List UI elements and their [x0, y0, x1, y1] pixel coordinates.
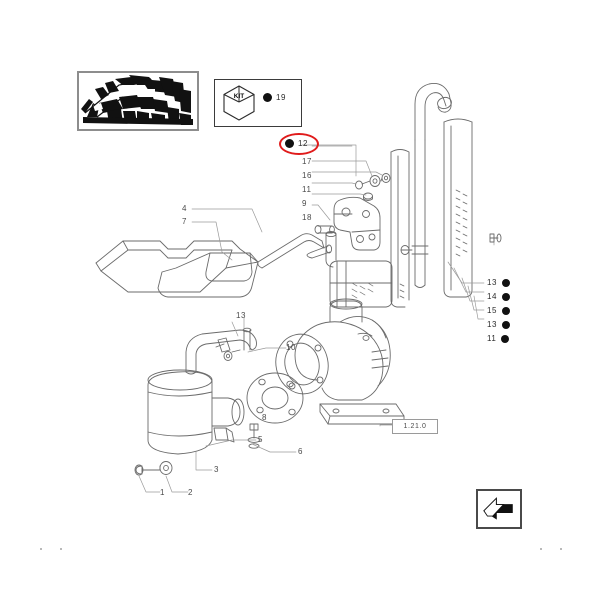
registration-dot [540, 548, 542, 550]
callout-number-shield-lower: 7 [182, 217, 188, 226]
callout-number: 18 [302, 213, 313, 222]
filled-dot-marker [501, 293, 510, 301]
direction-arrow-icon [483, 497, 513, 520]
kit-legend-item: 19 [263, 93, 286, 102]
callout-number-mid-10: 10 [286, 343, 297, 352]
thumbnail-artwork [79, 73, 197, 129]
turbo-reference-box: 1.21.0 [392, 419, 438, 434]
svg-text:KIT: KIT [234, 93, 245, 100]
callout-number-lower-8: 8 [262, 413, 268, 422]
highlighted-callout-number: 12 [298, 138, 308, 148]
dot-callout-number: 13 [487, 278, 497, 287]
callout-number: 9 [302, 199, 308, 208]
callout-number-shield-upper: 4 [182, 204, 188, 213]
callout-number: 16 [302, 171, 313, 180]
callout-number-mid-13: 13 [236, 311, 247, 320]
dot-callout-number: 14 [487, 292, 497, 301]
right-dot-callout-column: 13 14 15 13 11 [487, 277, 510, 347]
dot-callout-number: 13 [487, 320, 497, 329]
registration-dot [560, 548, 562, 550]
callout-number-lower-6: 6 [298, 447, 304, 456]
filled-dot-marker [501, 307, 510, 315]
red-highlight-ellipse [279, 133, 319, 155]
turbo-reference-label: 1.21.0 [403, 423, 427, 430]
highlighted-callout: 12 [285, 139, 308, 148]
registration-dot [60, 548, 62, 550]
dot-callout-number: 11 [487, 334, 497, 343]
dot-callout-row: 13 [487, 319, 510, 331]
filled-dot-marker [501, 335, 510, 343]
kit-legend-box: KIT 19 [214, 79, 302, 127]
callout-number-lower-1: 1 [160, 488, 166, 497]
kit-cube-icon: KIT [223, 85, 255, 121]
callout-number-lower-3: 3 [214, 465, 220, 474]
dot-callout-row: 14 [487, 291, 510, 303]
callout-number-lower-5: 5 [258, 435, 264, 444]
direction-arrow-icon-box [476, 489, 522, 529]
machine-photo-thumbnail [77, 71, 199, 131]
dot-callout-row: 15 [487, 305, 510, 317]
kit-item-number: 19 [276, 92, 286, 102]
registration-dot [40, 548, 42, 550]
bracket-callout-stack: 17 16 11 9 18 [302, 158, 312, 228]
filled-dot-marker [263, 93, 272, 102]
dot-callout-number: 15 [487, 306, 497, 315]
callout-number: 17 [302, 157, 313, 166]
callout-number: 11 [302, 185, 312, 194]
callout-number-lower-2: 2 [188, 488, 194, 497]
dot-callout-row: 13 [487, 277, 510, 289]
filled-dot-marker [501, 279, 510, 287]
filled-dot-marker [501, 321, 510, 329]
dot-callout-row: 11 [487, 333, 510, 345]
filled-dot-marker [285, 139, 294, 148]
